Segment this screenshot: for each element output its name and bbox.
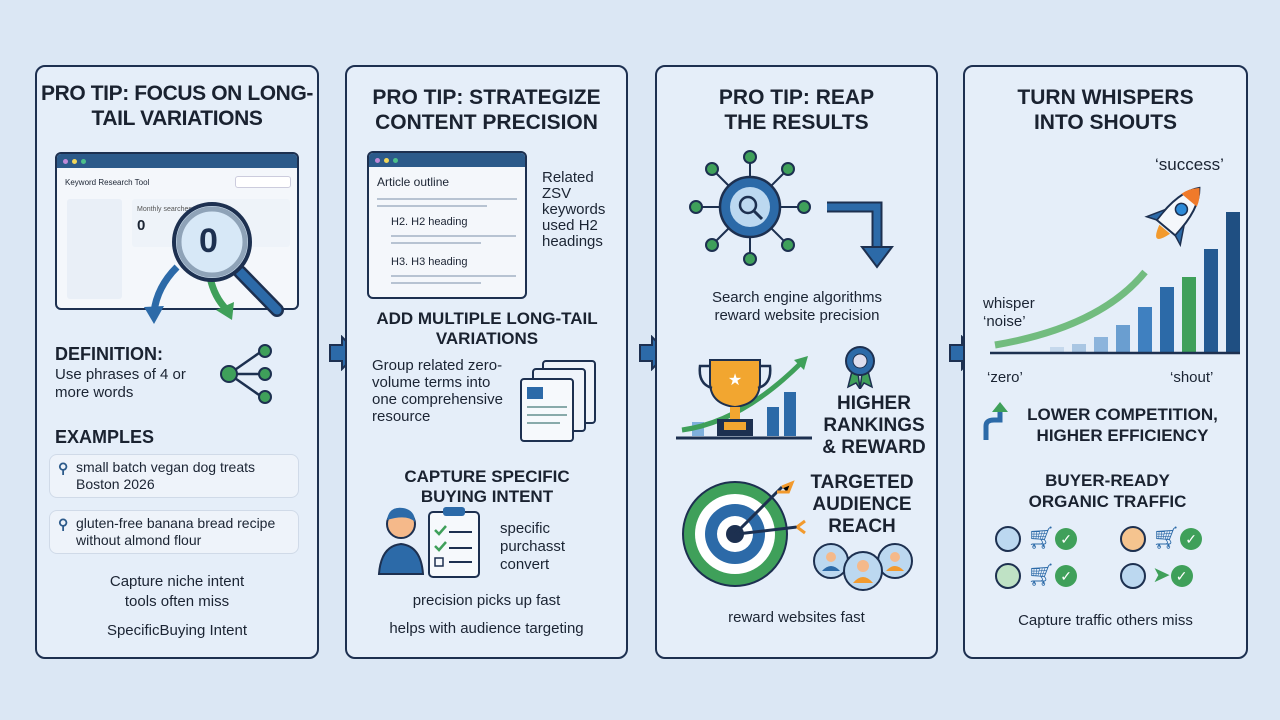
trophy-growth-icon: ★ (676, 356, 812, 440)
outline-title: Article outline (377, 175, 450, 189)
footer-text: Capture traffic others miss (1018, 612, 1193, 629)
audience-icon (813, 543, 913, 591)
target-icon (682, 480, 806, 587)
chart-label-shout: ‘shout’ (1170, 369, 1214, 386)
rocket-icon (1144, 186, 1201, 248)
tool-search-box[interactable] (235, 176, 291, 188)
panel-whispers-shouts: TURN WHISPERS INTO SHOUTS ‘success’ whis… (963, 65, 1248, 659)
growth-chart (990, 186, 1240, 355)
person-checklist-icon (377, 507, 480, 578)
tool-title: Keyword Research Tool (65, 178, 150, 187)
article-outline-window: Article outline H2. H2 heading H3. H3 he… (367, 151, 527, 299)
documents-icon (520, 360, 596, 442)
panel-title: PRO TIP: REAP THE RESULTS (718, 86, 875, 134)
keyword-tool-window: Keyword Research Tool Monthly searches 0 (55, 152, 299, 310)
outline-h2: H2. H2 heading (391, 216, 468, 228)
buyer-send-check-icon: ➤✓ (1120, 562, 1225, 590)
magnifier-value: 0 (199, 222, 218, 260)
buyer-icons-grid: 🛒︎✓ 🛒︎✓ 🛒︎✓ ➤✓ (995, 525, 1225, 590)
panel-results: PRO TIP: REAP THE RESULTS Search engine … (655, 65, 938, 659)
chart-bars (1050, 212, 1240, 352)
panel-title: PRO TIP: FOCUS ON LONG-TAIL VARIATIONS (41, 82, 313, 130)
search-icon: ⚲ (58, 460, 69, 476)
magnifier-icon (144, 202, 284, 324)
traffic-heading: BUYER-READY ORGANIC TRAFFIC (1028, 471, 1187, 511)
example-keyword: ⚲small batch vegan dog treats Boston 202… (49, 454, 299, 498)
search-icon: ⚲ (58, 516, 69, 532)
section-text: Group related zero-volume terms into one… (372, 357, 503, 425)
panel-long-tail: PRO TIP: FOCUS ON LONG-TAIL VARIATIONS K… (35, 65, 319, 659)
search-algorithm-icon (689, 150, 894, 269)
metric-value: 0 (137, 217, 146, 234)
footer-text: Capture niche intent tools often miss (109, 573, 245, 610)
rankings-heading: HIGHER RANKINGS & REWARD (822, 393, 926, 458)
panel-content-precision: PRO TIP: STRATEGIZE CONTENT PRECISION Ar… (345, 65, 628, 659)
svg-text:★: ★ (728, 372, 742, 389)
chart-label-zero: ‘zero’ (987, 369, 1023, 386)
chart-label-whisper: whisper ‘noise’ (983, 295, 1035, 330)
definition-text: Use phrases of 4 or more words (55, 366, 186, 401)
panel-title: PRO TIP: STRATEGIZE CONTENT PRECISION (372, 86, 601, 134)
example-keyword: ⚲gluten-free banana bread recipe without… (49, 510, 299, 554)
outline-h3: H3. H3 heading (391, 256, 468, 268)
callout-text: Related ZSV keywords used H2 headings (542, 169, 606, 250)
buyer-cart-check-icon: 🛒︎✓ (995, 562, 1100, 590)
footer-text: reward websites fast (728, 609, 865, 626)
footer-text: precision picks up fast (412, 592, 561, 609)
branch-icon (220, 344, 272, 404)
footer-text-2: helps with audience targeting (389, 620, 584, 637)
trend-arrow-icon (983, 402, 1008, 440)
buyer-cart-check-icon: 🛒︎✓ (1120, 525, 1225, 553)
buyer-cart-check-icon: 🛒︎✓ (995, 525, 1100, 553)
audience-heading: TARGETED AUDIENCE REACH (810, 472, 914, 537)
panel-title: TURN WHISPERS INTO SHOUTS (1017, 86, 1194, 134)
section-heading: ADD MULTIPLE LONG-TAIL VARIATIONS (376, 309, 598, 348)
examples-heading: EXAMPLES (55, 427, 155, 447)
footer-text-2: SpecificBuying Intent (106, 622, 248, 639)
metric-label: Monthly searches (137, 206, 192, 213)
intent-text: specific purchasst convert (500, 520, 566, 573)
award-badge-icon (845, 346, 875, 389)
competition-heading: LOWER COMPETITION, HIGHER EFFICIENCY (1027, 405, 1218, 445)
definition-heading: DEFINITION: (55, 344, 163, 364)
chart-label-success: ‘success’ (1155, 155, 1224, 174)
algo-text: Search engine algorithms reward website … (711, 289, 883, 324)
section-heading-2: CAPTURE SPECIFIC BUYING INTENT (404, 467, 570, 506)
